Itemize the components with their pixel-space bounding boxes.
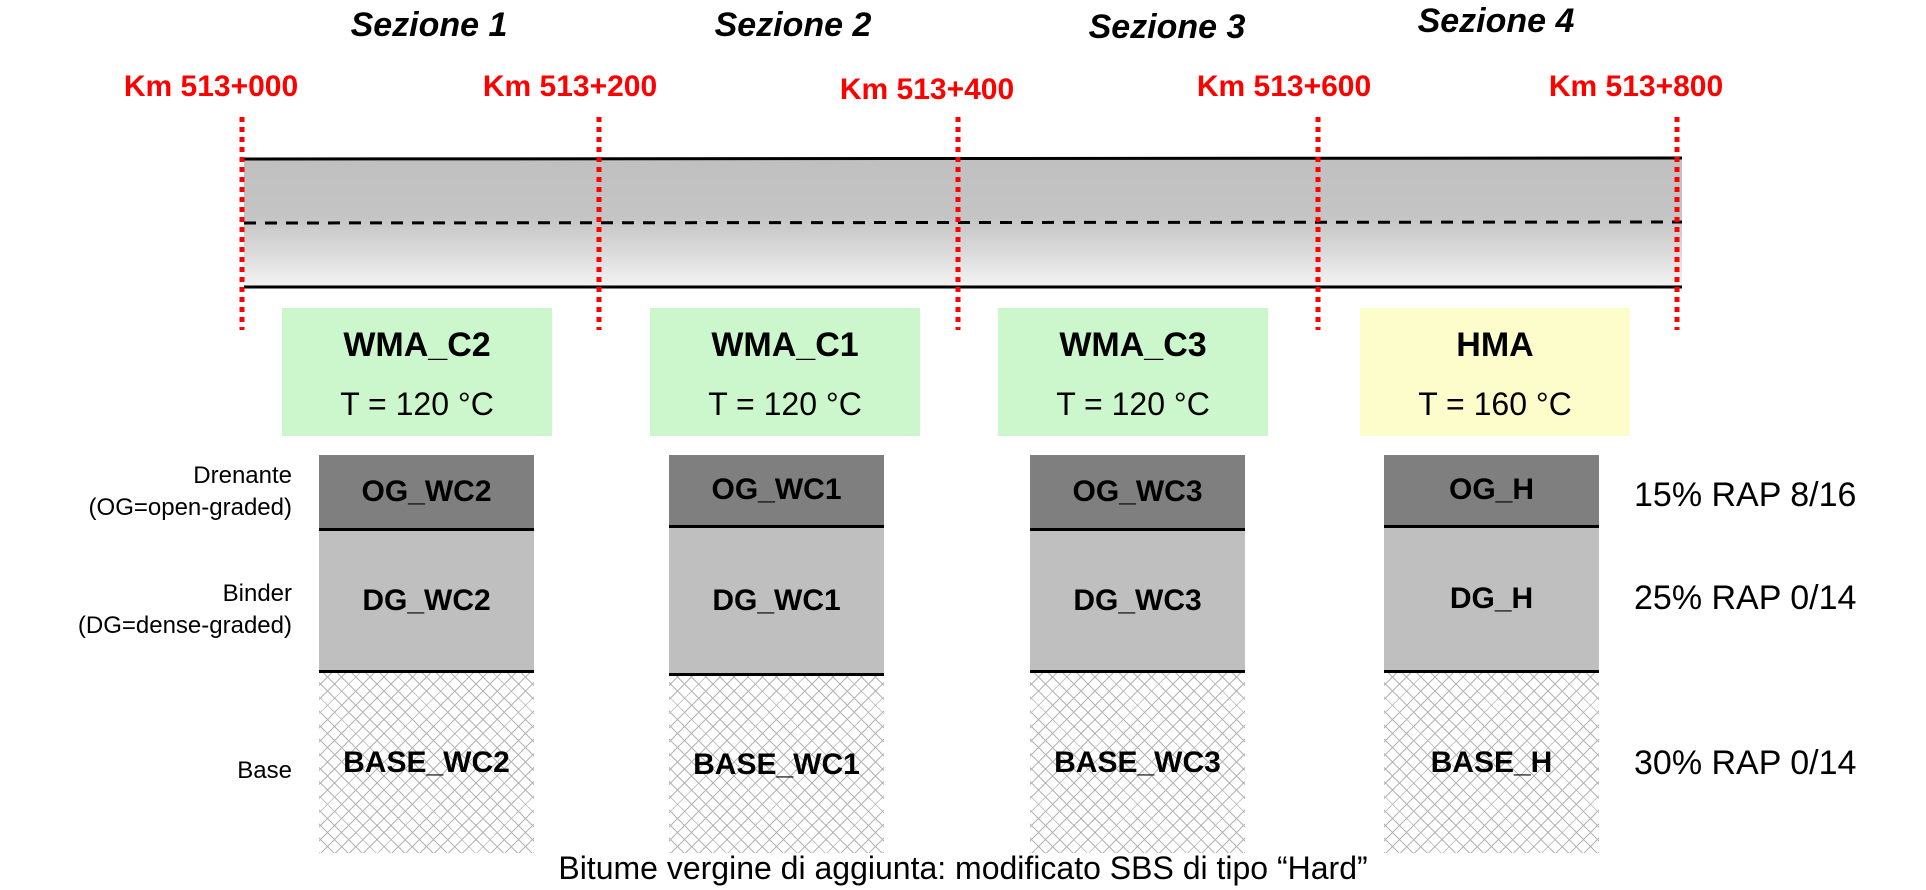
base-layer: BASE_H [1384, 673, 1599, 853]
mix-temperature: T = 160 °C [1418, 386, 1572, 422]
layer-label-base: Base [237, 757, 292, 784]
mix-box-1: WMA_C2 T = 120 °C [282, 308, 552, 436]
rap-base: 30% RAP 0/14 [1634, 744, 1857, 782]
mix-name: WMA_C2 [343, 326, 491, 364]
section-title-2: Sezione 2 [714, 6, 872, 44]
og-layer: OG_H [1384, 455, 1599, 528]
km-marker-4: Km 513+800 [1548, 70, 1724, 103]
mix-name: HMA [1456, 326, 1534, 364]
base-layer: BASE_WC1 [669, 676, 884, 853]
layer-column-2: OG_WC1 DG_WC1 BASE_WC1 [669, 455, 884, 853]
base-layer: BASE_WC2 [319, 673, 534, 853]
base-layer: BASE_WC3 [1030, 673, 1245, 853]
layer-column-4: OG_H DG_H BASE_H [1384, 455, 1599, 853]
rap-og: 15% RAP 8/16 [1634, 476, 1857, 514]
mix-temperature: T = 120 °C [1056, 386, 1210, 422]
road-diagram [239, 117, 1683, 330]
mix-temperature: T = 120 °C [708, 386, 862, 422]
dg-layer: DG_WC2 [319, 531, 534, 673]
mix-temperature: T = 120 °C [340, 386, 494, 422]
km-marker-1: Km 513+200 [482, 70, 658, 103]
layer-column-3: OG_WC3 DG_WC3 BASE_WC3 [1030, 455, 1245, 853]
layer-label-dg-desc: (DG=dense-graded) [77, 612, 292, 640]
mix-box-4: HMA T = 160 °C [1360, 308, 1630, 436]
section-title-1: Sezione 1 [350, 6, 508, 44]
section-title-3: Sezione 3 [1088, 8, 1246, 46]
km-marker-0: Km 513+000 [123, 70, 299, 103]
mix-name: WMA_C3 [1059, 326, 1207, 364]
footer-note: Bitume vergine di aggiunta: modificato S… [558, 850, 1368, 886]
dg-layer: DG_WC1 [669, 528, 884, 676]
km-marker-3: Km 513+600 [1196, 70, 1372, 103]
layer-label-og: Drenante (OG=open-graded) [0, 460, 292, 525]
mix-box-2: WMA_C1 T = 120 °C [650, 308, 920, 436]
layer-column-1: OG_WC2 DG_WC2 BASE_WC2 [319, 455, 534, 853]
dg-layer: DG_H [1384, 528, 1599, 673]
section-title-4: Sezione 4 [1417, 2, 1575, 40]
km-marker-2: Km 513+400 [839, 73, 1015, 106]
og-layer: OG_WC1 [669, 455, 884, 528]
road-centerline [243, 220, 1683, 225]
layer-label-dg: Binder (DG=dense-graded) [0, 578, 292, 643]
layer-label-dg-name: Binder [222, 580, 292, 607]
dg-layer: DG_WC3 [1030, 531, 1245, 673]
og-layer: OG_WC2 [319, 455, 534, 531]
mix-name: WMA_C1 [711, 326, 859, 364]
og-layer: OG_WC3 [1030, 455, 1245, 531]
layer-label-og-desc: (OG=open-graded) [88, 494, 292, 522]
road-edge-top [243, 156, 1683, 161]
rap-dg: 25% RAP 0/14 [1634, 579, 1857, 617]
layer-label-og-name: Drenante [193, 462, 292, 489]
mix-box-3: WMA_C3 T = 120 °C [998, 308, 1268, 436]
